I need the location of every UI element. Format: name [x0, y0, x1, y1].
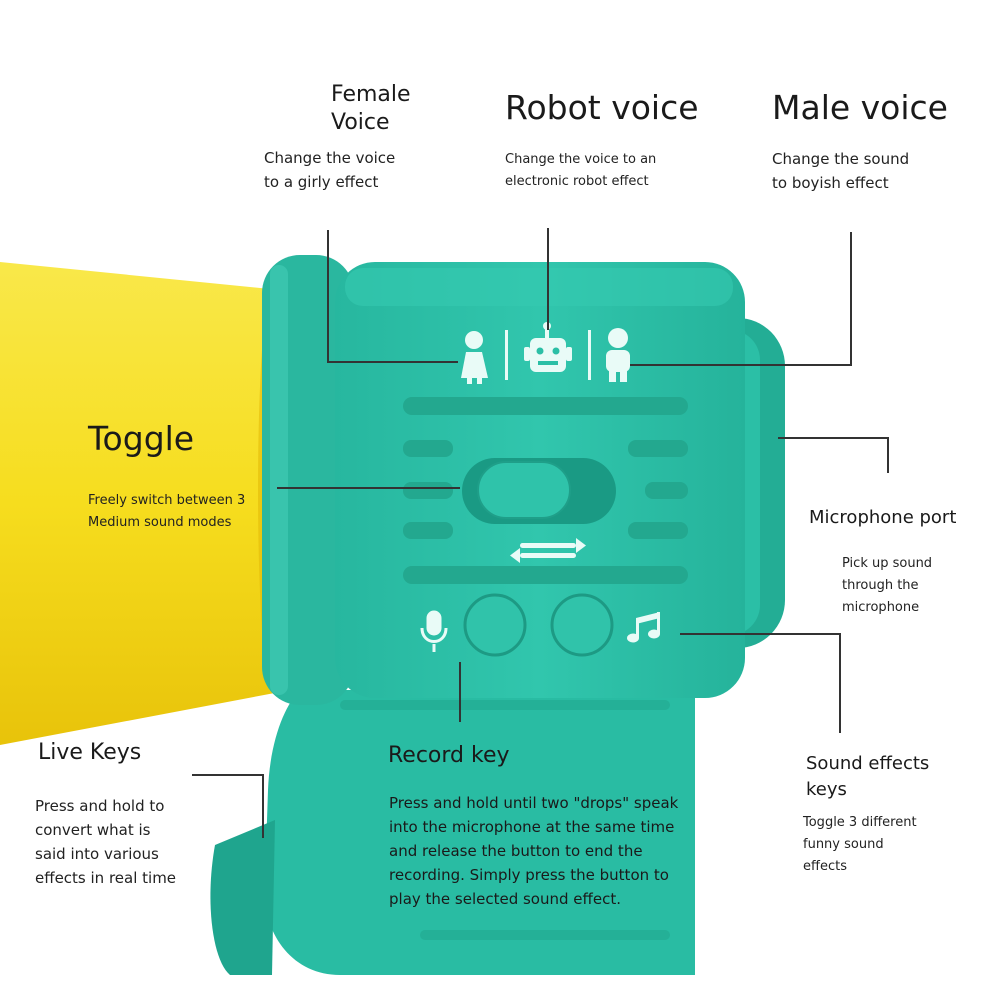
leader-lines: [192, 228, 889, 838]
female-voice-desc: Change the voice to a girly effect: [264, 149, 396, 191]
male-voice-desc: Change the sound to boyish effect: [772, 150, 910, 192]
grille-slot: [403, 482, 453, 499]
yellow-horn: [0, 262, 280, 745]
grille-slot: [403, 522, 453, 539]
record-key-desc: Press and hold until two "drops" speak i…: [389, 794, 679, 908]
music-note-icon: [627, 612, 660, 643]
female-voice-title: Female Voice: [331, 82, 411, 135]
leader-mic-port: [778, 437, 889, 473]
front-collar-highlight: [270, 265, 288, 695]
grille-slot: [628, 440, 688, 457]
sound-effect-button[interactable]: [550, 593, 614, 657]
microphone-icon: [420, 610, 448, 652]
grille-slot: [403, 566, 688, 584]
grille-slot: [645, 482, 688, 499]
leader-sound-effects: [680, 633, 841, 733]
sound-effects-title: Sound effects keys: [806, 753, 930, 800]
robot-voice-desc: Change the voice to an electronic robot …: [505, 152, 657, 189]
robot-voice-title: Robot voice: [505, 88, 699, 127]
switch-arrows-icon: [510, 538, 586, 563]
microphone-port-desc: Pick up sound through the microphone: [842, 556, 933, 615]
toggle-title: Toggle: [88, 419, 195, 458]
record-key-title: Record key: [388, 743, 510, 768]
leader-male: [630, 232, 852, 366]
toggle-desc: Freely switch between 3 Medium sound mod…: [88, 493, 246, 530]
live-keys-title: Live Keys: [38, 740, 142, 765]
handle: [264, 690, 695, 975]
grille-slot: [628, 522, 688, 539]
male-figure-icon: [606, 328, 630, 382]
live-keys-desc: Press and hold to convert what is said i…: [35, 797, 177, 887]
main-body-top-band: [345, 268, 733, 306]
microphone-port-title: Microphone port: [809, 507, 957, 528]
grille-slot: [403, 397, 688, 415]
sound-effects-desc: Toggle 3 different funny sound effects: [803, 815, 917, 874]
handle-ridge-2: [420, 930, 670, 940]
grille-slot: [403, 440, 453, 457]
female-figure-icon: [461, 331, 488, 384]
leader-female: [327, 230, 458, 363]
live-key-button[interactable]: [463, 593, 527, 657]
handle-side-shadow: [210, 820, 275, 975]
toggle-knob[interactable]: [477, 461, 571, 519]
handle-ridge-1: [340, 700, 670, 710]
icon-divider: [588, 330, 591, 380]
male-voice-title: Male voice: [772, 88, 948, 127]
leader-live-keys: [192, 774, 264, 838]
icon-divider: [505, 330, 508, 380]
